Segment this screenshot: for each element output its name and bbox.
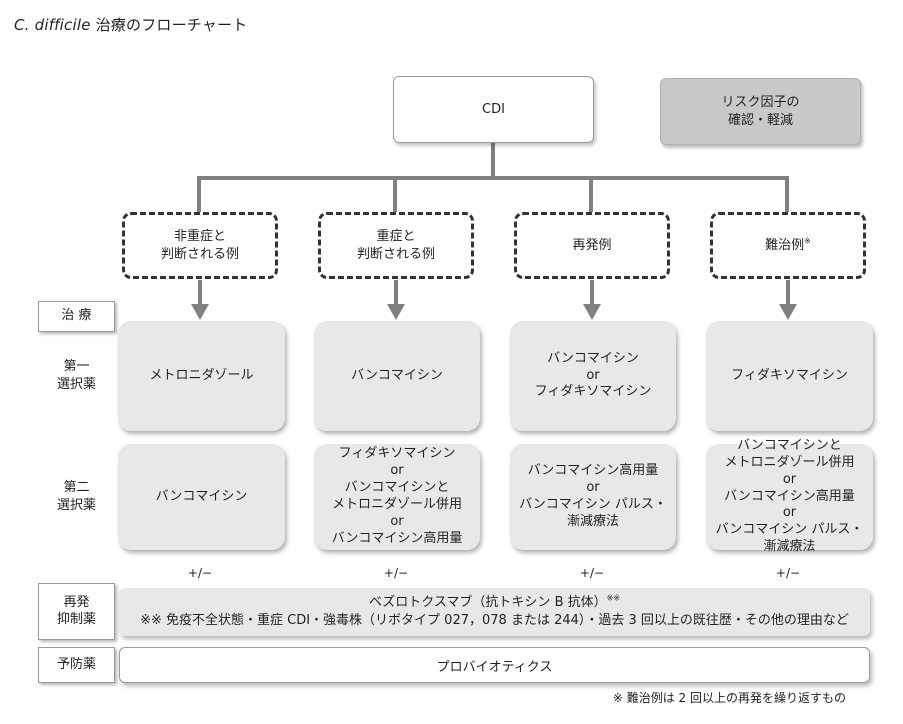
cdi-box: CDI: [393, 76, 594, 143]
risk-factor-box: リスク因子の確認・軽減: [660, 78, 861, 145]
recurrence-drug-criteria: ※※ 免疫不全状態・重症 CDI・強毒株（リボタイプ 027，078 または 2…: [140, 613, 849, 628]
plus-minus-4: +/−: [775, 566, 801, 580]
label-prevention: 予防薬: [38, 647, 115, 683]
category-box-refractory: 難治例※: [710, 212, 866, 279]
recurrence-prevention-box: ベズロトクスマブ（抗トキシン B 抗体）※※ ※※ 免疫不全状態・重症 CDI・…: [119, 588, 870, 636]
plus-minus-3: +/−: [579, 566, 605, 580]
recurrence-drug-name: ベズロトクスマブ（抗トキシン B 抗体）※※: [368, 594, 621, 611]
page-title: C. difficile 治療のフローチャート: [14, 16, 248, 34]
label-second-choice: 第二選択薬: [56, 480, 96, 513]
refractory-note-mark: ※: [804, 236, 811, 246]
label-first-choice: 第一選択薬: [56, 359, 96, 392]
plus-minus-1: +/−: [187, 566, 213, 580]
plus-minus-2: +/−: [383, 566, 409, 580]
first-choice-severe: バンコマイシン: [314, 321, 480, 431]
risk-line-2: 確認・軽減: [727, 112, 793, 128]
arrow-head-1: [191, 304, 209, 320]
label-treatment: 治 療: [38, 301, 115, 332]
risk-line-1: リスク因子の: [721, 94, 800, 110]
category-box-recurrent: 再発例: [514, 212, 670, 279]
category-box-severe: 重症と判断される例: [318, 212, 474, 279]
prevention-box: プロバイオティクス: [119, 647, 870, 683]
first-choice-non-severe: メトロニダゾール: [118, 321, 285, 431]
second-choice-non-severe: バンコマイシン: [118, 444, 285, 550]
arrow-head-3: [583, 304, 601, 320]
category-box-non-severe: 非重症と判断される例: [122, 212, 278, 279]
arrow-head-2: [387, 304, 405, 320]
label-recurrence-prevention: 再発抑制薬: [38, 583, 115, 640]
first-choice-refractory: フィダキソマイシン: [706, 321, 873, 431]
footnote: ※ 難治例は 2 回以上の再発を繰り返すもの: [612, 691, 846, 705]
arrow-head-4: [779, 304, 797, 320]
